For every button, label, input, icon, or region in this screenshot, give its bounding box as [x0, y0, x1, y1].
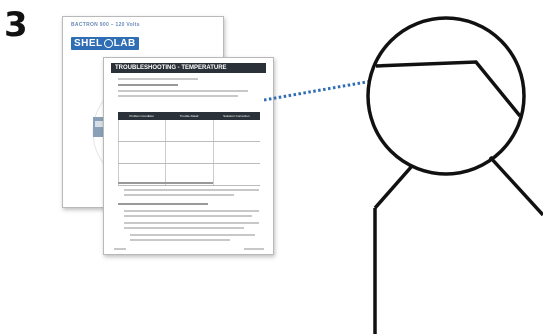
neck-line	[375, 166, 412, 208]
shoulder-line	[490, 157, 543, 215]
hair-line	[376, 62, 520, 116]
head-circle	[368, 18, 524, 174]
